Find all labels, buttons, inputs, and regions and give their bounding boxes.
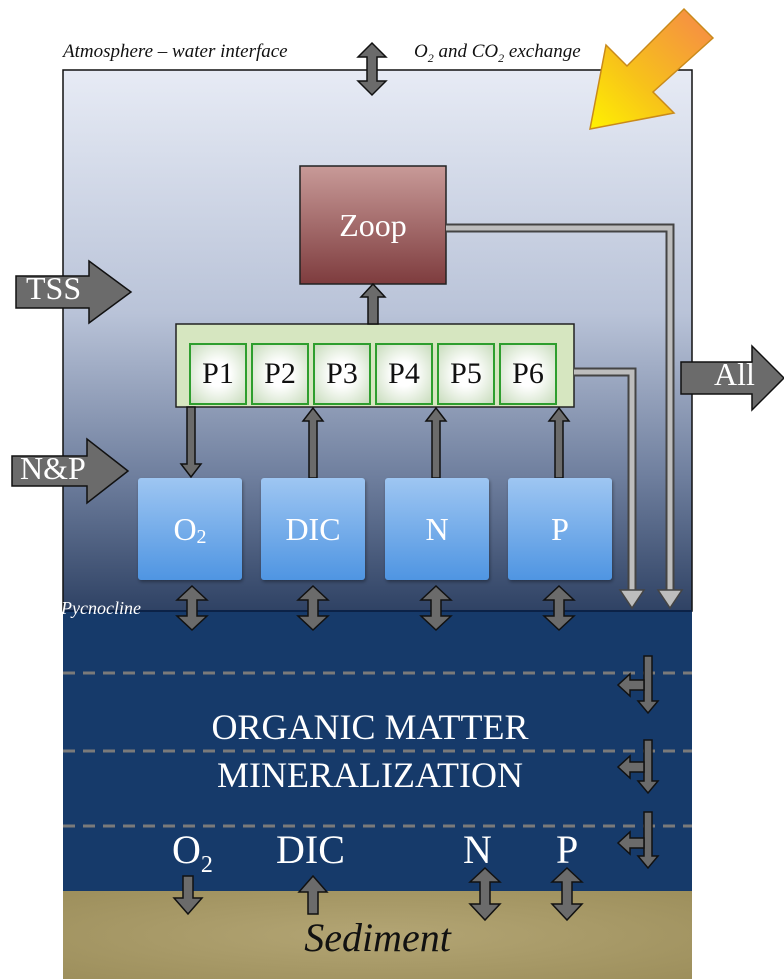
- n-to-phyto-arrow-icon: [424, 406, 448, 479]
- pycnocline-arrows: [175, 584, 576, 632]
- np-label: N&P: [20, 450, 86, 486]
- dic-from-sediment-arrow-icon: [297, 874, 329, 915]
- n-sediment-exchange-arrow-icon: [468, 866, 502, 922]
- phyto-to-zoop-arrow-icon: [359, 282, 387, 325]
- tss-label: TSS: [26, 270, 82, 306]
- np-input-arrow-icon: [11, 437, 130, 505]
- p-box: P: [508, 478, 612, 580]
- phyto-export-pipe-inner: [574, 369, 635, 590]
- sediment-layer: [63, 891, 692, 979]
- layer2-flux-down-arrow-icon: [636, 739, 660, 795]
- all-output-arrow-icon: [680, 344, 784, 412]
- o2-box-sub: 2: [196, 525, 207, 548]
- p-to-phyto-arrow-icon: [547, 406, 571, 479]
- layer1-flux-left-arrow-icon: [616, 672, 645, 698]
- phyto-box-p6: P6: [499, 343, 557, 405]
- sediment-o2-sub: 2: [200, 852, 213, 878]
- zoop-export-pipe-inner: [446, 225, 673, 590]
- n-box: N: [385, 478, 489, 580]
- sediment-label: Sediment: [304, 915, 451, 960]
- phyto-box-p2: P2: [251, 343, 309, 405]
- dic-to-phyto-arrow-icon: [301, 406, 325, 479]
- mineralization-flux-arrows: [616, 655, 660, 870]
- phyto-to-o2-arrow-icon: [179, 406, 203, 479]
- atmosphere-interface-label: Atmosphere – water interface: [63, 41, 288, 63]
- phyto-export-arrow-icon: [618, 589, 646, 610]
- gas-exchange-label: O2 and CO2 exchange: [414, 41, 581, 66]
- zoop-label: Zoop: [339, 206, 407, 243]
- dic-box: DIC: [261, 478, 365, 580]
- p-pycnocline-arrow-icon: [542, 584, 576, 632]
- n-pycnocline-arrow-icon: [419, 584, 453, 632]
- layer1-flux-down-arrow-icon: [636, 655, 660, 715]
- all-label: All: [714, 356, 755, 392]
- phyto-box-p5: P5: [437, 343, 495, 405]
- o2-box-main: O: [173, 510, 197, 547]
- deep-layer: [63, 611, 692, 891]
- phyto-box-p1: P1: [189, 343, 247, 405]
- phyto-box-p3: P3: [313, 343, 371, 405]
- sediment-exchange-arrows: [172, 866, 584, 922]
- mineralization-line1: ORGANIC MATTER: [211, 707, 529, 747]
- o2-pycnocline-arrow-icon: [175, 584, 209, 632]
- sediment-p-label: P: [556, 827, 579, 872]
- exchange-sub1: 2: [427, 50, 434, 65]
- sediment-dic-label: DIC: [276, 827, 345, 872]
- sediment-o2-main: O: [172, 827, 201, 872]
- layer3-flux-down-arrow-icon: [636, 811, 660, 870]
- tss-input-arrow-icon: [15, 259, 133, 325]
- layer2-flux-left-arrow-icon: [616, 754, 645, 780]
- exchange-mid: and CO: [433, 41, 499, 62]
- sunlight-arrow-icon: [589, 7, 715, 130]
- pycnocline-label: Pycnocline: [61, 598, 141, 618]
- sediment-o2-label: O2: [172, 826, 213, 879]
- layer3-flux-left-arrow-icon: [616, 830, 645, 856]
- interface-text: Atmosphere – water interface: [63, 41, 288, 62]
- o2-to-sediment-arrow-icon: [172, 875, 204, 916]
- atmosphere-exchange-arrow-icon: [356, 41, 388, 97]
- zoop-export-arrow-icon: [656, 589, 684, 610]
- zoop-box: [299, 165, 447, 285]
- exchange-suffix: exchange: [504, 41, 581, 62]
- p-sediment-exchange-arrow-icon: [550, 866, 584, 922]
- sediment-n-label: N: [463, 827, 492, 872]
- dic-pycnocline-arrow-icon: [296, 584, 330, 632]
- exchange-sub2: 2: [498, 50, 505, 65]
- mineralization-line2: MINERALIZATION: [217, 755, 523, 795]
- phyto-box-p4: P4: [375, 343, 433, 405]
- exchange-prefix: O: [414, 41, 428, 62]
